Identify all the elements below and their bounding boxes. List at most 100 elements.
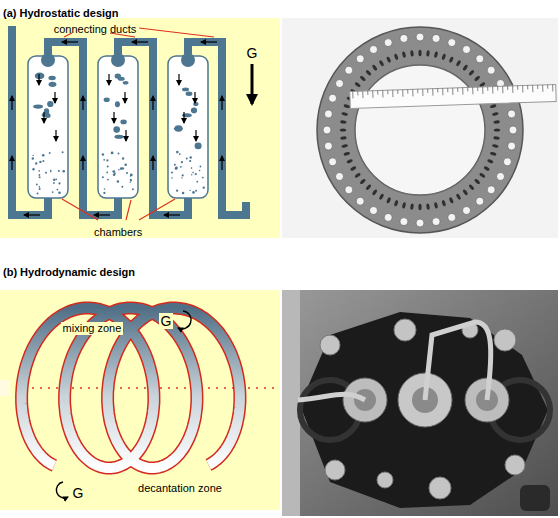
- illustration-part: [49, 152, 51, 154]
- illustration-part: [50, 171, 52, 173]
- illustration-part: [130, 175, 132, 177]
- label-anchor: G: [159, 312, 174, 330]
- illustration-part: [467, 87, 468, 91]
- illustration-part: [200, 166, 202, 168]
- label-anchor: chambers: [94, 222, 142, 240]
- tubing: [298, 322, 491, 400]
- illustration-part: [32, 157, 34, 159]
- illustration-part: [359, 178, 366, 185]
- illustration-part: [505, 455, 525, 475]
- illustration-part: [410, 50, 414, 57]
- illustration-part: [402, 202, 406, 209]
- illustration-part: [33, 105, 43, 109]
- illustration-part: [343, 104, 350, 109]
- illustration-part: [490, 104, 497, 109]
- illustration-part: [468, 69, 475, 76]
- illustration-part: [417, 89, 418, 93]
- illustration-part: [324, 110, 332, 118]
- illustration-part: [434, 202, 438, 209]
- illustration-part: [28, 56, 68, 198]
- frame-edge: [282, 290, 300, 516]
- disc-holes: [323, 33, 517, 227]
- illustration-part: [221, 96, 222, 110]
- illustration-part: [49, 82, 57, 87]
- illustration-part: [126, 172, 128, 174]
- illustration-part: [47, 101, 53, 107]
- flow-arrows: [12, 42, 222, 215]
- illustration-part: [181, 53, 195, 67]
- illustration-part: [384, 213, 392, 221]
- illustration-part: [52, 191, 54, 193]
- illustration-part: [372, 64, 378, 71]
- illustration-part: [426, 50, 430, 57]
- illustration-part: [463, 46, 471, 54]
- illustration-part: [124, 164, 127, 167]
- illustration-part: [492, 144, 499, 148]
- label-anchor: decantation zone: [136, 478, 224, 496]
- label-anchor: (b) Hydrodynamic design: [3, 262, 135, 280]
- fitting: [520, 485, 550, 511]
- illustration-part: [183, 112, 184, 123]
- illustration-part: [487, 87, 488, 91]
- illustration-part: [35, 162, 37, 164]
- illustration-part: [492, 112, 499, 116]
- illustration-part: [39, 174, 41, 176]
- illustration-part: [203, 186, 205, 188]
- zone-label: decantation zone: [136, 482, 224, 495]
- illustration-part: [179, 153, 181, 155]
- illustration-part: [462, 64, 468, 71]
- illustration-part: [114, 135, 123, 139]
- illustration-part: [174, 164, 176, 166]
- illustration-part: [120, 120, 126, 125]
- illustration-part: [39, 186, 41, 188]
- illustration-part: [182, 88, 189, 92]
- illustration-part: [103, 192, 105, 194]
- illustration-part: [449, 197, 455, 204]
- illustration-part: [171, 177, 173, 179]
- label-anchor: connecting ducts: [54, 19, 137, 37]
- illustration-part: [42, 154, 45, 157]
- illustration-part: [192, 172, 194, 174]
- illustration-part: [106, 159, 108, 161]
- illustration-part: [188, 42, 246, 215]
- duct-inlets: [41, 53, 195, 67]
- illustration-part: [336, 173, 344, 181]
- illustration-part: [426, 203, 430, 210]
- illustration-part: [130, 182, 131, 183]
- helix-outline: [22, 308, 240, 468]
- illustration-part: [39, 176, 41, 178]
- illustration-part: [104, 97, 110, 102]
- illustration-part: [362, 91, 363, 98]
- illustration-part: [552, 85, 553, 92]
- illustration-part: [195, 143, 202, 150]
- illustration-part: [12, 26, 48, 215]
- illustration-part: [132, 188, 134, 190]
- illustration-part: [37, 192, 39, 194]
- illustration-part: [522, 86, 523, 93]
- illustration-part: [487, 66, 495, 74]
- illustration-part: [372, 189, 378, 196]
- illustration-part: [341, 144, 348, 148]
- illustration-part: [365, 69, 372, 76]
- illustration-part: [126, 200, 131, 220]
- illustration-part: [384, 39, 392, 47]
- illustration-part: [168, 56, 208, 198]
- illustration-part: [58, 170, 60, 172]
- illustration-part: [490, 151, 497, 156]
- illustration-part: [33, 155, 34, 156]
- illustration-part: [407, 90, 408, 94]
- gravity-arrow: [251, 64, 254, 104]
- illustration-part: [416, 33, 424, 41]
- illustration-part: [202, 177, 204, 179]
- illustration-part: [346, 159, 353, 165]
- illustration-part: [45, 172, 47, 174]
- illustration-part: [62, 151, 64, 153]
- illustration-part: [323, 126, 331, 134]
- helix-ribbon: [22, 308, 240, 468]
- illustration-part: [123, 81, 129, 85]
- illustration-part: [82, 96, 83, 110]
- illustration-part: [111, 152, 114, 155]
- illustration-part: [329, 158, 337, 166]
- illustration-part: [493, 136, 500, 140]
- illustration-part: [53, 178, 56, 181]
